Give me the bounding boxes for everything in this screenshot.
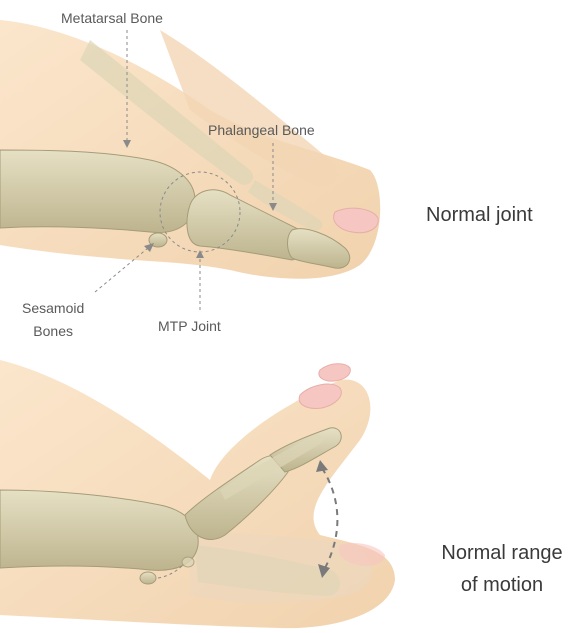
normal-joint-panel: Metatarsal Bone Phalangeal Bone Sesamoid… <box>0 0 583 350</box>
sesamoid-label-line2: Bones <box>22 323 84 340</box>
phalangeal-bone-label: Phalangeal Bone <box>208 122 315 139</box>
metatarsal-bone-label: Metatarsal Bone <box>61 10 163 27</box>
flexed-toenail-second <box>319 364 350 381</box>
mtp-joint-label: MTP Joint <box>158 318 221 335</box>
range-of-motion-caption: Normal range of motion <box>425 540 579 598</box>
normal-joint-caption: Normal joint <box>426 202 533 228</box>
range-caption-line1: Normal range <box>425 540 579 566</box>
sesamoid-bones-label: Sesamoid Bones <box>22 300 84 340</box>
range-of-motion-panel: Normal range of motion <box>0 350 583 633</box>
sesamoid-bone-ghost <box>182 557 194 567</box>
normal-joint-illustration <box>0 0 583 350</box>
sesamoid-label-line1: Sesamoid <box>22 300 84 317</box>
sesamoid-bone <box>140 572 156 584</box>
range-caption-line2: of motion <box>425 572 579 598</box>
